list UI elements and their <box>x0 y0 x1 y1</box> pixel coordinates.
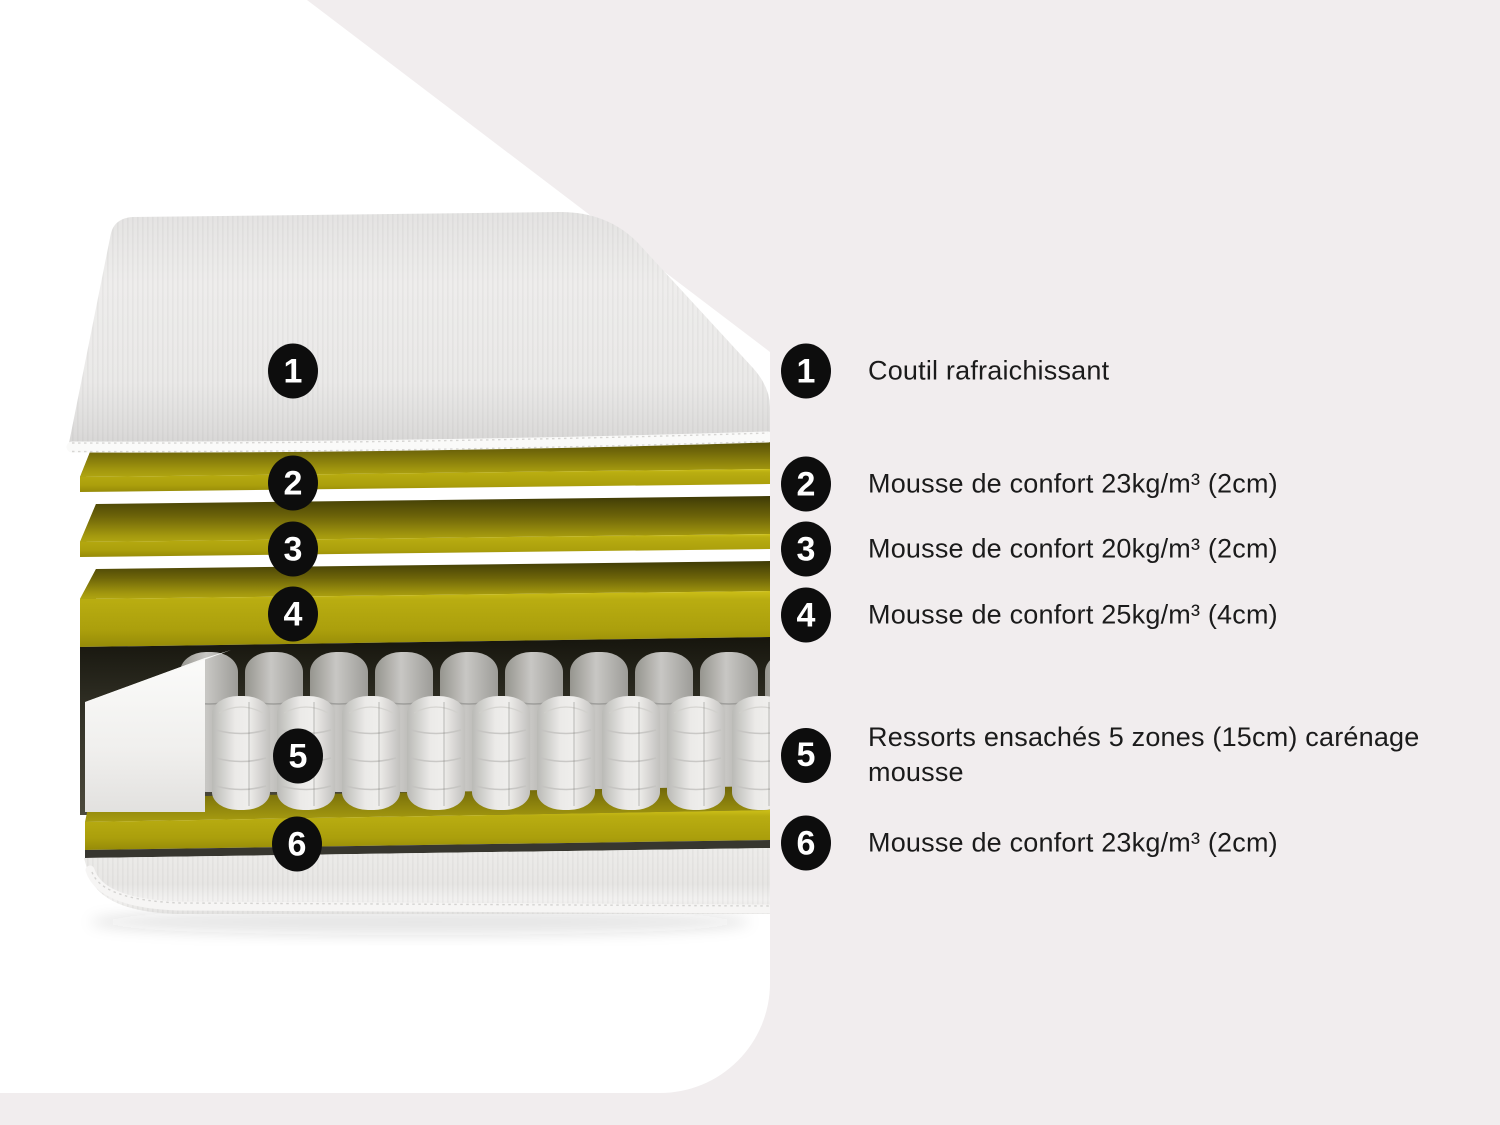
legend-row-5: 5 Ressorts ensachés 5 zones (15cm) carén… <box>781 720 1430 790</box>
legend-row-6: 6 Mousse de confort 23kg/m³ (2cm) <box>781 815 1278 871</box>
legend-label-3: Mousse de confort 20kg/m³ (2cm) <box>868 533 1278 564</box>
legend-badge-3-number: 3 <box>796 530 816 568</box>
layer-marker-1-number: 1 <box>283 352 303 390</box>
layer-marker-3: 3 <box>268 521 318 577</box>
legend-badge-4-number: 4 <box>796 596 816 634</box>
foam-layer-4 <box>80 561 770 647</box>
legend-label-2: Mousse de confort 23kg/m³ (2cm) <box>868 468 1278 499</box>
layer-marker-5-number: 5 <box>288 737 308 775</box>
layer-marker-1: 1 <box>268 343 318 399</box>
legend-badge-6-number: 6 <box>796 824 816 862</box>
layer-marker-5: 5 <box>273 728 323 784</box>
layer-marker-6: 6 <box>272 816 322 872</box>
legend-badge-5-number: 5 <box>796 736 816 774</box>
legend-label-4: Mousse de confort 25kg/m³ (4cm) <box>868 599 1278 630</box>
layer-marker-4-number: 4 <box>283 595 303 633</box>
legend-badge-2: 2 <box>781 456 831 512</box>
legend-badge-2-number: 2 <box>796 465 816 503</box>
mattress-shadow <box>90 909 750 935</box>
layer-marker-2: 2 <box>268 455 318 511</box>
pocket-spring-zone <box>80 637 770 822</box>
legend-row-2: 2 Mousse de confort 23kg/m³ (2cm) <box>781 456 1278 512</box>
legend-badge-3: 3 <box>781 521 831 577</box>
legend-label-6: Mousse de confort 23kg/m³ (2cm) <box>868 827 1278 858</box>
cover-layer <box>66 212 770 453</box>
legend-row-3: 3 Mousse de confort 20kg/m³ (2cm) <box>781 521 1278 577</box>
legend-badge-6: 6 <box>781 815 831 871</box>
legend-badge-1-number: 1 <box>796 352 816 390</box>
legend-row-1: 1 Coutil rafraichissant <box>781 343 1110 399</box>
foam-layer-3 <box>80 496 770 557</box>
foam-layer-6 <box>85 810 770 858</box>
layer-marker-6-number: 6 <box>287 825 307 863</box>
legend-label-5: Ressorts ensachés 5 zones (15cm) carénag… <box>868 722 1420 787</box>
legend-badge-5: 5 <box>781 727 831 783</box>
foam-encasement-rail <box>85 650 231 812</box>
layer-marker-2-number: 2 <box>283 464 303 502</box>
layer-marker-3-number: 3 <box>283 530 303 568</box>
legend-label-1: Coutil rafraichissant <box>868 355 1110 386</box>
layer-marker-4: 4 <box>268 586 318 642</box>
legend-badge-1: 1 <box>781 343 831 399</box>
legend-badge-4: 4 <box>781 587 831 643</box>
mattress-base <box>84 848 770 914</box>
legend-row-4: 4 Mousse de confort 25kg/m³ (4cm) <box>781 587 1278 643</box>
